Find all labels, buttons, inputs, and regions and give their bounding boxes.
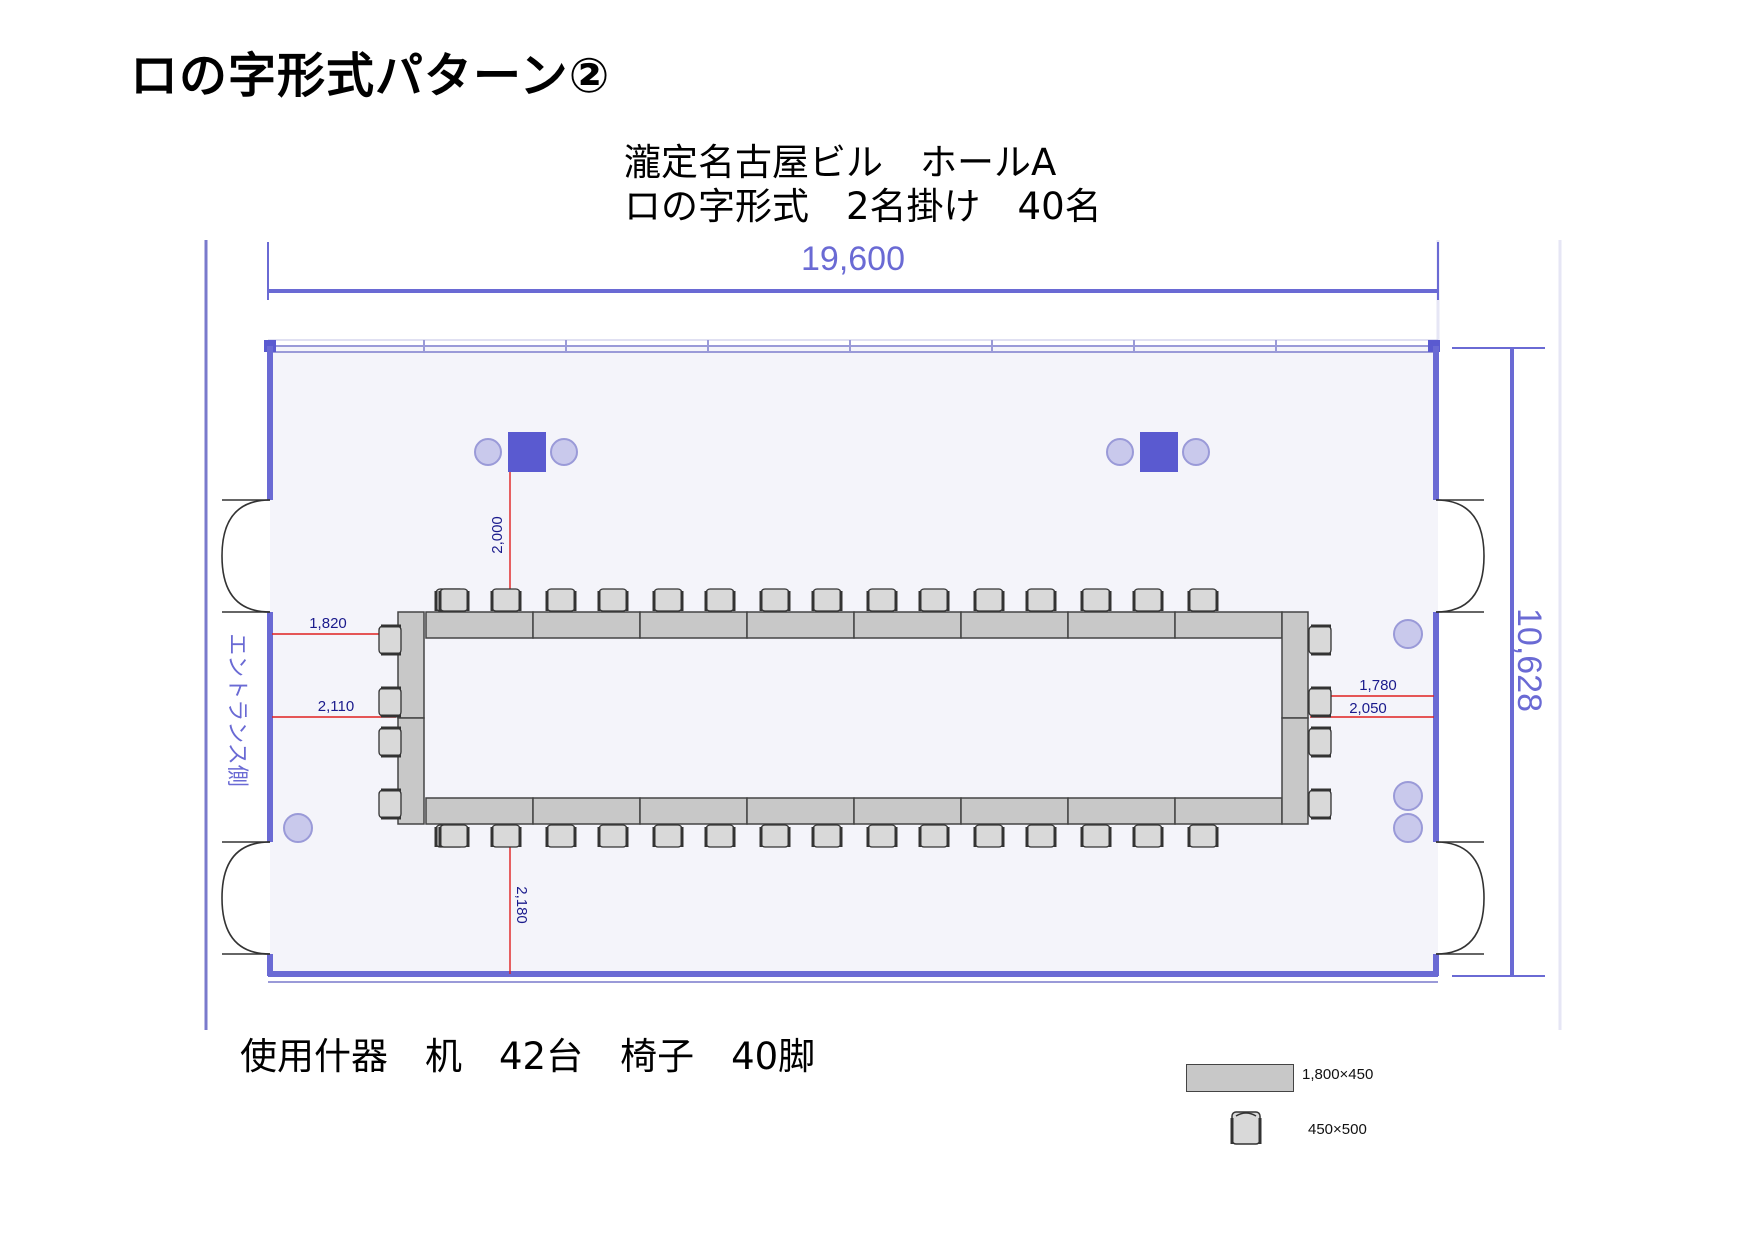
- chair-bottom-3: [490, 824, 522, 848]
- chair-left-1: [378, 624, 402, 656]
- chair-top-14: [1080, 588, 1112, 612]
- table-bottom-7: [1067, 797, 1176, 825]
- chair-top-8: [759, 588, 791, 612]
- table-bottom-2: [532, 797, 641, 825]
- legend-table-label: 1,800×450: [1302, 1066, 1374, 1083]
- chair-bottom-6: [652, 824, 684, 848]
- equipment-summary: 使用什器 机 42台 椅子 40脚: [240, 1035, 816, 1078]
- chair-bottom-7: [704, 824, 736, 848]
- left-doors: [221, 499, 271, 955]
- room-floor: [270, 346, 1438, 976]
- table-top-1: [425, 611, 534, 639]
- chair-bottom-2: [438, 824, 470, 848]
- tables-group: [397, 611, 1309, 825]
- chairs-group: [378, 588, 1332, 848]
- right-upper-door: [1435, 499, 1485, 613]
- page-title: ロの字形式パターン②: [130, 48, 611, 104]
- legend-chair-label: 450×500: [1308, 1121, 1367, 1138]
- chair-top-2: [438, 588, 470, 612]
- legend-table-symbol: [1186, 1064, 1294, 1092]
- layout-description: ロの字形式 2名掛け 40名: [624, 185, 1102, 228]
- chair-top-11: [918, 588, 950, 612]
- legend-chair-symbol: [1230, 1111, 1262, 1145]
- chair-top-7: [704, 588, 736, 612]
- chair-left-3: [378, 726, 402, 758]
- chair-top-4: [545, 588, 577, 612]
- right-doors: [1435, 499, 1485, 955]
- depth-label: 10,628: [1510, 608, 1548, 712]
- chair-top-9: [811, 588, 843, 612]
- width-dimension: 19,600: [267, 240, 1439, 300]
- chair-bottom-16: [1187, 824, 1219, 848]
- table-end-3: [1281, 611, 1309, 719]
- chair-left-4: [378, 788, 402, 820]
- chair-top-10: [866, 588, 898, 612]
- fixture-right-lower-1: [1393, 781, 1423, 811]
- left-upper-door: [221, 499, 271, 613]
- table-bottom-4: [746, 797, 855, 825]
- table-end-4: [1281, 717, 1309, 825]
- chair-bottom-15: [1132, 824, 1164, 848]
- chair-bottom-8: [759, 824, 791, 848]
- entrance-label: エントランス側: [224, 633, 249, 787]
- chair-left-2: [378, 686, 402, 718]
- measure-top-label: 2,000: [489, 516, 506, 554]
- fixture-right-lower-2: [1393, 813, 1423, 843]
- chair-right-2: [1308, 686, 1332, 718]
- chair-bottom-10: [866, 824, 898, 848]
- table-top-8: [1174, 611, 1283, 639]
- top-wall: [264, 339, 1440, 353]
- chair-bottom-13: [1025, 824, 1057, 848]
- fixture-left-lower: [283, 813, 313, 843]
- lectern-left: [474, 432, 578, 472]
- table-top-6: [960, 611, 1069, 639]
- chair-top-16: [1187, 588, 1219, 612]
- venue-name: 瀧定名古屋ビル ホールA: [624, 141, 1057, 184]
- width-label: 19,600: [801, 240, 905, 278]
- chair-right-4: [1308, 788, 1332, 820]
- table-bottom-5: [853, 797, 962, 825]
- table-bottom-8: [1174, 797, 1283, 825]
- chair-top-12: [973, 588, 1005, 612]
- table-end-1: [397, 611, 425, 719]
- table-bottom-3: [639, 797, 748, 825]
- chair-right-1: [1308, 624, 1332, 656]
- measure-right-lower-label: 2,050: [1349, 700, 1387, 717]
- chair-bottom-14: [1080, 824, 1112, 848]
- table-top-3: [639, 611, 748, 639]
- table-top-5: [853, 611, 962, 639]
- fixture-right-upper: [1393, 619, 1423, 649]
- depth-dimension: 10,628: [1452, 347, 1548, 977]
- chair-top-5: [597, 588, 629, 612]
- chair-bottom-5: [597, 824, 629, 848]
- right-lower-door: [1435, 841, 1485, 955]
- lectern-right: [1106, 432, 1210, 472]
- table-end-2: [397, 717, 425, 825]
- chair-bottom-9: [811, 824, 843, 848]
- chair-bottom-11: [918, 824, 950, 848]
- bottom-wall: [268, 971, 1438, 983]
- table-bottom-1: [425, 797, 534, 825]
- chair-bottom-12: [973, 824, 1005, 848]
- left-lower-door: [221, 841, 271, 955]
- chair-top-3: [490, 588, 522, 612]
- table-top-4: [746, 611, 855, 639]
- table-top-2: [532, 611, 641, 639]
- chair-bottom-4: [545, 824, 577, 848]
- chair-right-3: [1308, 726, 1332, 758]
- measurement-lines: [272, 472, 1434, 974]
- measure-left-upper-label: 1,820: [309, 615, 347, 632]
- measure-left-lower-label: 2,110: [318, 698, 354, 715]
- chair-top-6: [652, 588, 684, 612]
- wall-fixtures: [283, 619, 1423, 843]
- measure-right-upper-label: 1,780: [1359, 677, 1397, 694]
- chair-top-15: [1132, 588, 1164, 612]
- measure-bottom-label: 2,180: [513, 886, 530, 924]
- table-bottom-6: [960, 797, 1069, 825]
- table-top-7: [1067, 611, 1176, 639]
- chair-top-13: [1025, 588, 1057, 612]
